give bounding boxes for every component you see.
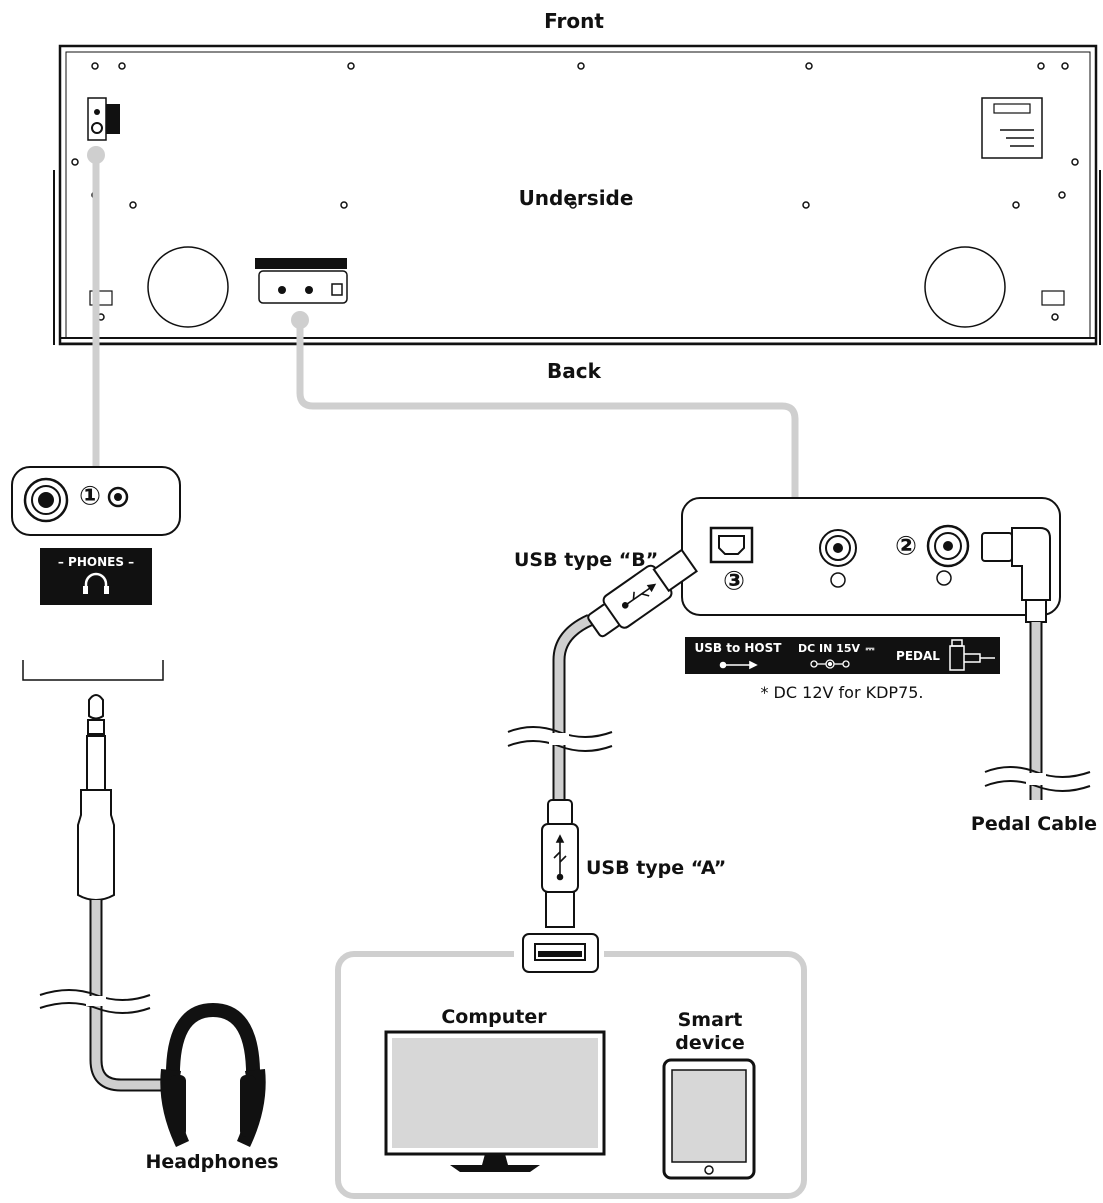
phones-jack-callout: ① — [11, 466, 181, 536]
usb-type-a-label: USB type “A” — [586, 857, 726, 879]
computer-label: Computer — [441, 1006, 547, 1028]
phones-label: – PHONES – — [58, 555, 134, 569]
headphone-cable — [39, 900, 175, 1092]
pedal-plug — [981, 527, 1051, 623]
pedal-connector-icon — [949, 639, 995, 671]
pedal-label: PEDAL — [896, 649, 940, 663]
piano-underside: Underside — [53, 44, 1101, 346]
computer-monitor-icon — [384, 1030, 606, 1172]
usb-b-port-icon — [709, 526, 754, 564]
usb-b-plug — [587, 548, 698, 638]
phones-panel-label: – PHONES – — [40, 548, 152, 605]
polarity-icon — [810, 659, 850, 669]
pedal-port-icon — [926, 524, 970, 586]
pedal-cable-label: Pedal Cable — [971, 813, 1097, 835]
usb-type-b-label: USB type “B” — [514, 549, 658, 571]
rating-label — [981, 97, 1043, 159]
marker-1: ① — [79, 482, 101, 512]
dc-in-label: DC IN 15V — [798, 642, 860, 655]
underside-label: Underside — [519, 186, 634, 210]
headphones-device — [160, 1002, 266, 1147]
smart-device-icon — [662, 1058, 756, 1180]
front-label: Front — [544, 9, 604, 33]
back-label: Back — [547, 359, 602, 383]
headphones-label: Headphones — [145, 1151, 278, 1173]
speaker-right — [924, 246, 1006, 328]
dc-in-symbol: ⎓ — [866, 642, 875, 655]
rear-panel-strip: USB to HOST DC IN 15V ⎓ PEDAL — [685, 637, 1000, 674]
smart-device-label-line2: device — [675, 1032, 745, 1054]
jack-bracket — [22, 660, 164, 681]
usb-a-plug — [541, 799, 579, 928]
leader-lines — [87, 146, 799, 501]
marker-2: ② — [895, 532, 917, 562]
pedal-cable — [984, 622, 1091, 800]
smart-device-label-line1: Smart — [678, 1009, 743, 1031]
usb-a-port-icon — [522, 933, 599, 973]
usb-b-plug-icon — [621, 583, 657, 609]
marker-3: ③ — [723, 567, 745, 597]
speaker-left — [147, 246, 229, 328]
usb-icon — [719, 660, 758, 670]
dc-note: * DC 12V for KDP75. — [760, 683, 923, 702]
usb-cable — [507, 614, 613, 800]
usb-a-plug-icon — [553, 834, 567, 881]
headphones-icon — [83, 572, 109, 594]
underside-connector-panel — [255, 258, 348, 304]
underside-phones-jack — [87, 97, 120, 141]
rear-jack-panel: ③ ② — [681, 497, 1061, 616]
dc-in-port-icon — [819, 529, 857, 588]
usb-to-host-label: USB to HOST — [695, 641, 783, 655]
host-device-group: Computer Smart device — [335, 933, 807, 1199]
headphone-plug — [77, 694, 115, 901]
